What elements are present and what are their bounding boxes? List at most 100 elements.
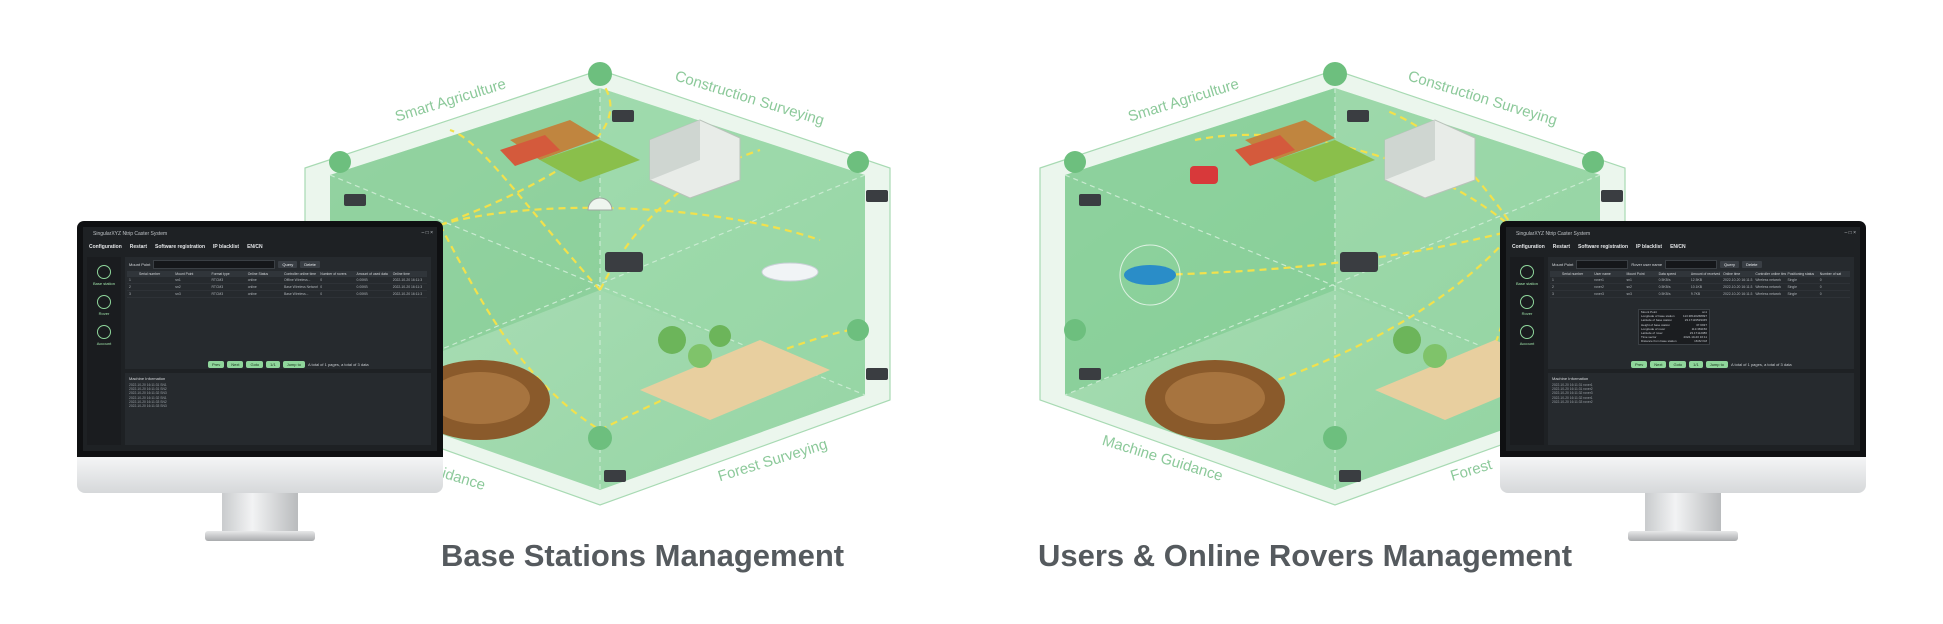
cell: 0.5KB/s [1656,283,1689,291]
col-header: Mount Point [173,271,210,277]
popup-key: Time sector [1641,335,1657,340]
cell [137,283,174,291]
sidebar: Base station Rover Account [87,257,121,445]
query-button[interactable]: Query [278,261,298,268]
menu-language[interactable]: EN/CN [1670,244,1686,250]
col-header: Mount Point [1624,271,1657,277]
base-station-icon [97,265,111,279]
right-monitor: SingularXYZ Ntrip Caster System – □ × Co… [1500,221,1866,547]
cell: online [245,277,282,284]
window-controls[interactable]: – □ × [1844,230,1857,236]
search-toolbar: Mount Point Rover user name Query Delete [1552,260,1762,269]
cell: 0.5KB/s [1656,277,1689,284]
sidebar-item-label: Account [1519,341,1535,346]
menu-restart[interactable]: Restart [129,244,148,250]
menu-language[interactable]: EN/CN [247,244,263,250]
log-line: 2022-10-20 16:11:31 SN1 [129,383,167,387]
popup-key: Latitude of base station [1641,318,1673,323]
menu-configuration[interactable]: Configuration [89,244,122,250]
popup-value: 113.38120268997 [1683,314,1707,319]
popup-key: Height of base station [1641,322,1671,327]
col-header: Number of rovers [318,271,355,277]
jump-button[interactable]: Jump to [1705,361,1728,368]
sidebar-item-account[interactable]: Account [87,325,121,346]
left-monitor: SingularXYZ Ntrip Caster System – □ × Co… [77,221,443,547]
cell: Wireless network [1753,283,1786,291]
sidebar-item-label: Account [96,341,112,346]
goto-button[interactable]: Goto [1669,361,1687,368]
next-button[interactable]: Next [227,361,244,368]
rover-user-label: Rover user name [1631,262,1663,267]
query-button[interactable]: Query [1720,261,1739,268]
cell: 2022-10-20 16:11:3 [1721,283,1754,291]
delete-button[interactable]: Delete [1741,261,1762,268]
log-line: 2022-10-20 16:11:32 SN3 [129,391,167,396]
sidebar-item-rover[interactable]: Rover [1510,295,1544,316]
cell: sn3 [173,290,210,298]
base-station-table: Serial number Mount Point Format type On… [127,271,427,298]
menu-ip-blacklist[interactable]: IP blacklist [213,244,240,250]
col-header: Controller online time [282,271,319,277]
popup-value: sn1 [1702,310,1707,314]
popup-value: 18.82 KM [1694,339,1707,344]
pagination: Prev Next Goto 1/1 Jump to A total of 1 … [1631,361,1792,368]
col-header [1550,271,1560,277]
cell: 3 [127,290,137,298]
page-input[interactable]: 1/1 [1689,361,1703,368]
col-header: Serial number [1560,271,1593,277]
menu-ip-blacklist[interactable]: IP blacklist [1636,244,1663,250]
cell: 10.1KB [1688,283,1722,291]
cell: 2 [127,283,137,291]
cell: 0 [1817,283,1850,291]
mount-point-input[interactable] [1576,260,1629,269]
sidebar-item-rover[interactable]: Rover [87,295,121,316]
delete-button[interactable]: Delete [300,261,320,268]
window-controls[interactable]: – □ × [421,230,434,236]
menu-restart[interactable]: Restart [1552,244,1571,250]
cell: 0.00KB [354,283,391,291]
mount-point-input[interactable] [153,260,276,269]
cell: rover3 [1592,290,1625,298]
menu-configuration[interactable]: Configuration [1512,244,1545,250]
rover-user-input[interactable] [1665,260,1718,269]
prev-button[interactable]: Prev [208,361,225,368]
cell: 0 [1817,277,1850,284]
cell: Single [1785,277,1818,284]
log-line: 2022-10-20 16:11:31 rover1 [1552,383,1593,387]
popup-row: Time sector 2022-10-20 16:11 [1639,335,1709,339]
cell: Base Wireless Network [282,283,319,291]
prev-button[interactable]: Prev [1631,361,1648,368]
cell [1560,283,1593,291]
cell: 2022-10-20 16:11:3 [1721,277,1754,284]
sidebar-item-account[interactable]: Account [1510,325,1544,346]
log-line: 2022-10-20 16:11:32 rover3 [1552,391,1593,396]
jump-button[interactable]: Jump to [282,361,305,368]
machine-info-panel [1548,373,1854,445]
cell: 2022-10-20 16:11:3 [390,277,427,284]
cell [1560,290,1593,298]
cell: 3 [1550,290,1560,298]
col-header: Format type [209,271,246,277]
menu-software-registration[interactable]: Software registration [155,244,206,250]
popup-value: 2022-10-20 16:11 [1683,335,1707,340]
next-button[interactable]: Next [1650,361,1667,368]
cell: 0.00KB [354,277,391,284]
cell: 2022-10-20 16:11:3 [1721,290,1754,298]
sidebar-item-base-station[interactable]: Base station [1510,265,1544,286]
page-input[interactable]: 1/1 [266,361,280,368]
mount-point-label: Mount Point [129,262,151,267]
menu-software-registration[interactable]: Software registration [1578,244,1629,250]
cell: sn2 [173,283,210,291]
goto-button[interactable]: Goto [246,361,264,368]
search-toolbar: Mount Point Query Delete [129,260,320,269]
sidebar-item-base-station[interactable]: Base station [87,265,121,286]
